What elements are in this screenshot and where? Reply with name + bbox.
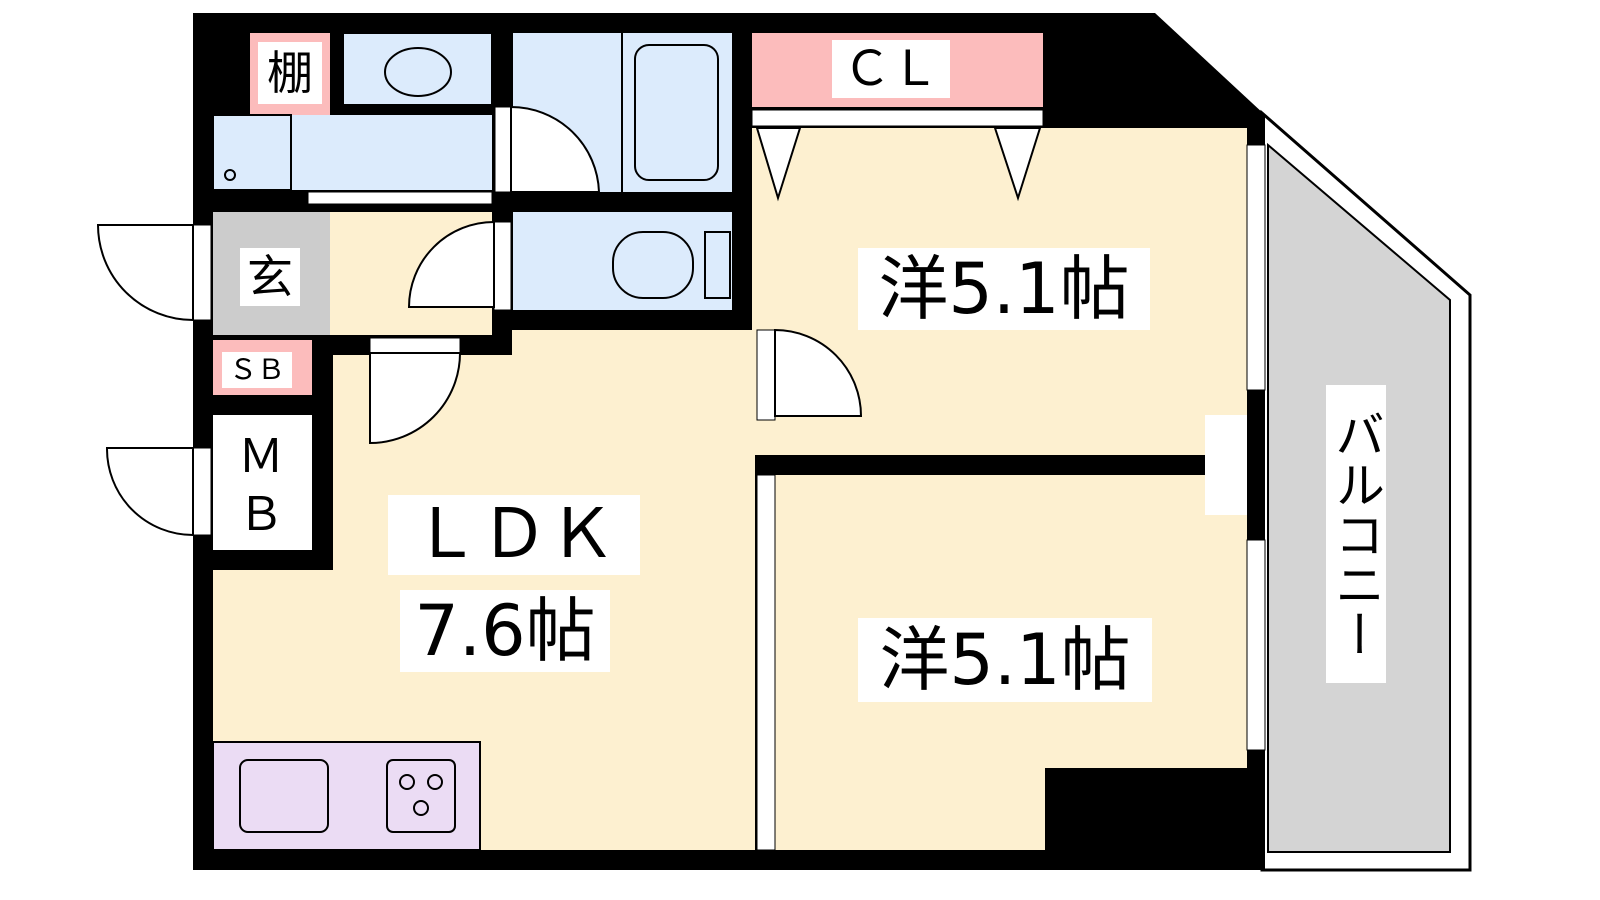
western-room-upper-label: 洋5.1帖	[858, 248, 1150, 330]
meter-box-label-2: Ｂ	[230, 488, 292, 540]
meter-box-label-1: Ｍ	[230, 430, 292, 482]
washroom	[342, 32, 493, 106]
entrance-label: 玄	[240, 248, 300, 306]
ldk-label: ＬＤＫ	[388, 495, 640, 575]
kitchen-sink-icon	[239, 759, 329, 833]
washroom-door-rail	[307, 191, 493, 205]
toilet-icon	[612, 231, 694, 299]
entrance-door-swing	[96, 224, 194, 322]
shoe-box-label: ＳＢ	[222, 352, 292, 388]
room-door-swing	[774, 328, 863, 417]
bath-door-swing	[510, 105, 601, 193]
closet-label: ＣＬ	[832, 40, 950, 98]
stove-icon	[386, 759, 456, 833]
drain-icon	[224, 169, 236, 181]
shelf-label: 棚	[258, 42, 322, 104]
closet-door-swing	[755, 127, 802, 202]
ldk-size-label: 7.6帖	[400, 590, 610, 672]
kitchen	[212, 741, 481, 851]
washer-space	[212, 114, 292, 191]
meter-door-swing	[105, 447, 194, 537]
sink-icon	[384, 47, 452, 97]
ldk-door-swing	[369, 352, 462, 445]
western-room-lower-label: 洋5.1帖	[858, 618, 1152, 702]
closet-door-swing	[993, 127, 1042, 202]
toilet-door-swing	[407, 220, 495, 308]
bathtub-icon	[634, 44, 719, 181]
balcony-label: バルコニー	[1326, 385, 1386, 683]
bath-door	[494, 106, 512, 193]
toilet-room	[513, 212, 732, 310]
